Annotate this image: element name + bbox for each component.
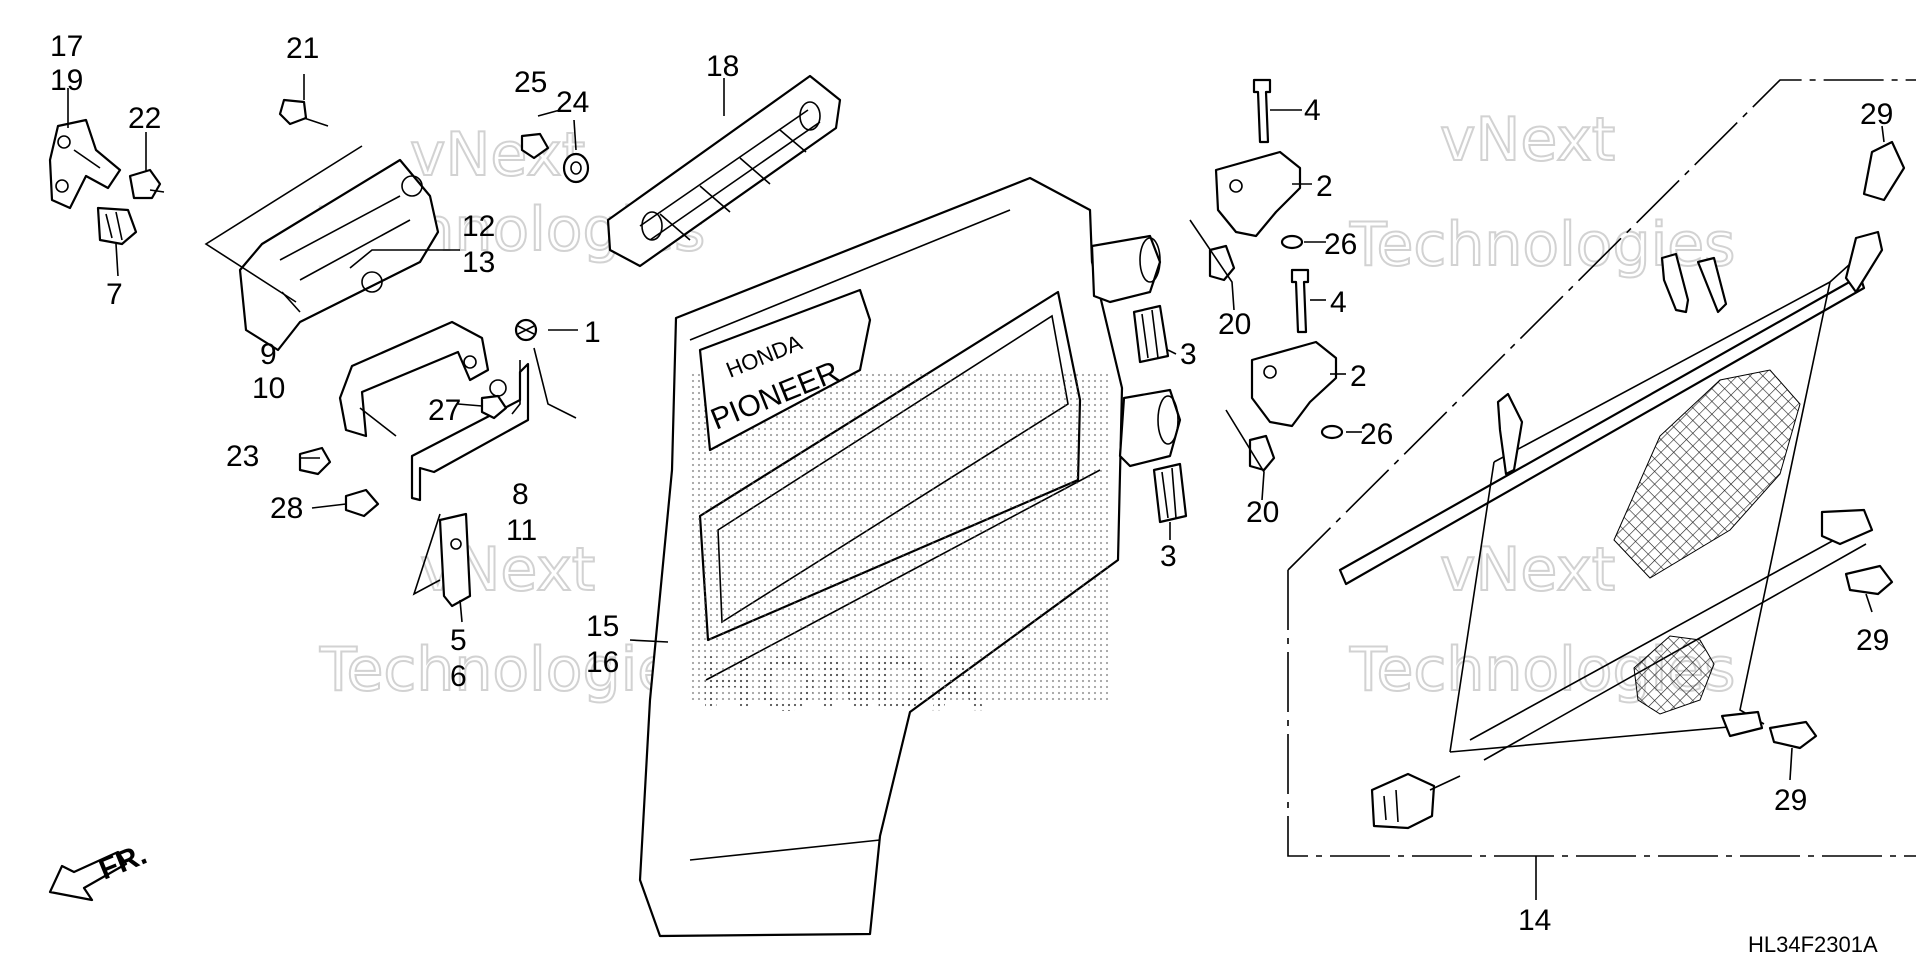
watermark-word-6: Technologies (319, 635, 705, 705)
callout-21: 21 (286, 32, 319, 65)
callout-7: 7 (106, 278, 123, 311)
hinge-plate-2-upper (1214, 150, 1302, 238)
watermark-word-1: vNext (410, 120, 585, 190)
bolt-20-lower (1248, 434, 1276, 472)
callout-27: 27 (428, 394, 461, 427)
callout-24: 24 (556, 86, 589, 119)
washer-26-lower (1320, 424, 1344, 440)
washer-26-upper (1280, 234, 1304, 250)
front-marker-text: FR. (94, 838, 151, 887)
bolt-27 (480, 394, 508, 420)
callout-11: 11 (506, 514, 537, 547)
callout-26-lower: 26 (1360, 418, 1393, 451)
clip-29-bottom (1768, 720, 1818, 750)
drawing-code: HL34F2301A (1748, 932, 1878, 957)
callout-22: 22 (128, 102, 161, 135)
callout-14: 14 (1518, 904, 1551, 937)
watermark-word-3: vNext (1440, 105, 1615, 175)
callout-17: 17 (50, 30, 83, 63)
callout-6: 6 (450, 660, 467, 693)
callout-2-lower: 2 (1350, 360, 1367, 393)
pin-4-upper (1252, 78, 1272, 144)
clip-5-6 (438, 512, 472, 608)
callout-16: 16 (586, 646, 619, 679)
callout-8: 8 (512, 478, 529, 511)
callout-26-upper: 26 (1324, 228, 1357, 261)
grille-part-18 (606, 74, 842, 268)
hinge-plate-2-lower (1250, 340, 1338, 428)
callout-4-upper: 4 (1304, 94, 1321, 127)
callout-12: 12 (462, 210, 495, 243)
callout-25: 25 (514, 66, 547, 99)
bushing-3-lower (1152, 462, 1188, 524)
bolt-20-upper (1208, 244, 1236, 282)
callout-9: 9 (260, 338, 277, 371)
door-hinge-lower (1118, 388, 1182, 468)
callout-3-lower: 3 (1160, 540, 1177, 573)
grommet-24 (562, 152, 590, 184)
rubber-stopper-7 (96, 206, 138, 246)
callout-28: 28 (270, 492, 303, 525)
callout-13: 13 (462, 246, 495, 279)
callout-23: 23 (226, 440, 259, 473)
callout-1: 1 (584, 316, 601, 349)
pin-4-lower (1290, 268, 1310, 334)
callout-3-upper: 3 (1180, 338, 1197, 371)
watermark-word-7: vNext (1440, 535, 1615, 605)
callout-20-lower: 20 (1246, 496, 1279, 529)
screw-22 (128, 168, 165, 200)
door-hinge-upper (1090, 234, 1162, 304)
bolt-25 (520, 132, 550, 160)
callout-5: 5 (450, 624, 467, 657)
callout-10: 10 (252, 372, 285, 405)
latch-plate-part (48, 118, 122, 210)
door-panel-part: HONDA PIONEER (638, 176, 1124, 938)
spring-1 (514, 318, 538, 342)
net-assembly-part (1287, 79, 1916, 857)
callout-2-upper: 2 (1316, 170, 1333, 203)
callout-20-upper: 20 (1218, 308, 1251, 341)
callout-labels: 1 2 2 3 3 4 4 5 6 7 8 9 10 11 12 13 14 1… (50, 30, 1893, 937)
callout-29-bottom: 29 (1774, 784, 1807, 817)
leader-lines (67, 74, 1885, 900)
grab-handle-part (338, 320, 490, 438)
callout-29-top: 29 (1860, 98, 1893, 131)
clip-29-top (1862, 140, 1906, 202)
hinge-bracket-part (410, 362, 530, 502)
clip-29-middle (1844, 564, 1894, 596)
callout-4-lower: 4 (1330, 286, 1347, 319)
callout-29-middle: 29 (1856, 624, 1889, 657)
callout-18: 18 (706, 50, 739, 83)
front-direction-arrow: FR. (48, 838, 151, 902)
panel-honda-lettering: HONDA (700, 639, 986, 727)
callout-15: 15 (586, 610, 619, 643)
bushing-3-upper (1132, 304, 1170, 364)
bolt-28 (344, 488, 380, 518)
upper-bracket-part (238, 158, 440, 352)
callout-19: 19 (50, 64, 83, 97)
bolt-21 (278, 98, 329, 127)
bolt-23 (298, 446, 332, 476)
